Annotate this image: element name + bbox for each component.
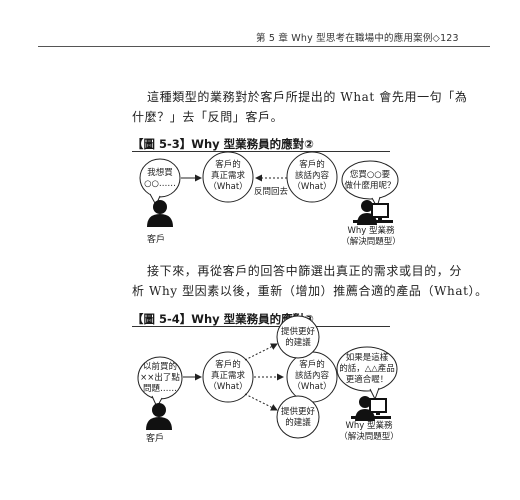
better-suggestion-circle-top: 提供更好 的建議: [276, 315, 320, 359]
figure-1-title: 【圖 5-3】Why 型業務員的應對②: [132, 137, 314, 151]
salesperson-computer-icon: [353, 200, 393, 225]
better-bottom-text-2: 的建議: [285, 417, 311, 428]
said-content-text-2: 該話內容: [295, 170, 330, 181]
header-rule: [38, 46, 490, 47]
said-content-text-3: （What）: [292, 181, 331, 192]
said-content-2-text-2: 該話內容: [295, 370, 330, 381]
better-suggestion-circle-bottom: 提供更好 的建議: [276, 395, 320, 439]
customer-speech-bubble-2: 以前買的 ××出了點 問題……: [137, 356, 183, 409]
customer-bubble-text-1: 我想買: [147, 167, 173, 178]
sales-label-1: Why 型業務: [347, 225, 395, 236]
paragraph-1-line-2: 什麼？」去「反問」客戶。: [132, 110, 284, 124]
paragraph-1-line-1: 這種類型的業務對於客戶所提出的 What 會先用一句「為: [147, 90, 468, 104]
paragraph-2-line-1: 接下來，再從客戶的回答中篩選出真正的需求或目的，分: [147, 264, 463, 278]
better-top-text-2: 的建議: [285, 337, 311, 348]
dashed-arrow-down: [244, 393, 278, 411]
true-need-2-text-3: （What）: [208, 381, 247, 392]
sales-speech-bubble-2: 如果是這樣 的話，△△產品 更適合喔！: [336, 346, 398, 401]
true-need-2-text-2: 真正需求: [211, 370, 246, 381]
figure-2-title: 【圖 5-4】Why 型業務員的應對③: [132, 312, 314, 326]
sales-label-2-2: （解決問題型）: [339, 431, 399, 442]
page-header: 第 5 章 Why 型思考在職場中的應用案例◇123: [256, 33, 459, 44]
customer-label-2: 客戶: [146, 432, 164, 444]
true-need-text-1: 客戶的: [215, 159, 241, 170]
said-content-2-text-3: （What）: [292, 381, 331, 392]
said-content-circle-2: 客戶的 該話內容 （What）: [286, 351, 338, 403]
sales-bubble-text-2: 做什麼用呢？: [344, 180, 395, 191]
figure-2-diagram: 以前買的 ××出了點 問題…… 客戶的 真正需求 （What） 客戶的 該話內容…: [137, 315, 399, 444]
better-top-text-1: 提供更好: [281, 326, 316, 337]
sales-label-2-1: Why 型業務: [345, 420, 393, 431]
dashed-arrow-up: [244, 343, 278, 361]
sales-bubble-2-text-2: 的話，△△產品: [339, 363, 395, 374]
true-need-2-text-1: 客戶的: [215, 359, 241, 370]
said-content-circle: 客戶的 該話內容 （What）: [286, 151, 338, 203]
better-bottom-text-1: 提供更好: [281, 406, 316, 417]
figure-2-title-rule: [132, 326, 390, 327]
customer-speech-bubble: 我想買 ○○……: [139, 158, 181, 207]
true-need-circle: 客戶的 真正需求 （What）: [202, 151, 254, 203]
ask-back-label: 反問回去: [254, 186, 289, 197]
said-content-text-1: 客戶的: [299, 159, 325, 170]
sales-bubble-text-1: 您買○○要: [350, 169, 391, 180]
customer-bubble-2-text-3: 問題……: [143, 384, 177, 394]
sales-bubble-2-text-3: 更適合喔！: [346, 374, 389, 385]
customer-person-icon: [147, 200, 173, 227]
figure-1-title-rule: [132, 151, 390, 152]
paragraph-2-line-2: 析 Why 型因素以後，重新（增加）推薦合適的產品（What）。: [132, 284, 488, 298]
said-content-2-text-1: 客戶的: [299, 359, 325, 370]
true-need-circle-2: 客戶的 真正需求 （What）: [202, 351, 254, 403]
sales-speech-bubble: 您買○○要 做什麼用呢？: [341, 160, 399, 209]
salesperson-computer-icon-2: [351, 396, 391, 421]
customer-label: 客戶: [147, 233, 165, 245]
true-need-text-2: 真正需求: [211, 170, 246, 181]
true-need-text-3: （What）: [208, 181, 247, 192]
customer-bubble-2-text-1: 以前買的: [143, 361, 177, 372]
customer-bubble-2-text-2: ××出了點: [140, 372, 180, 383]
sales-label-2: （解決問題型）: [341, 236, 401, 247]
sales-bubble-2-text-1: 如果是這樣: [346, 352, 389, 363]
figure-1-diagram: 我想買 ○○…… 客戶的 真正需求 （What） 反問回去 客戶的 該話內容 （…: [139, 151, 401, 247]
customer-bubble-text-2: ○○……: [144, 179, 176, 189]
customer-person-icon-2: [146, 403, 172, 430]
